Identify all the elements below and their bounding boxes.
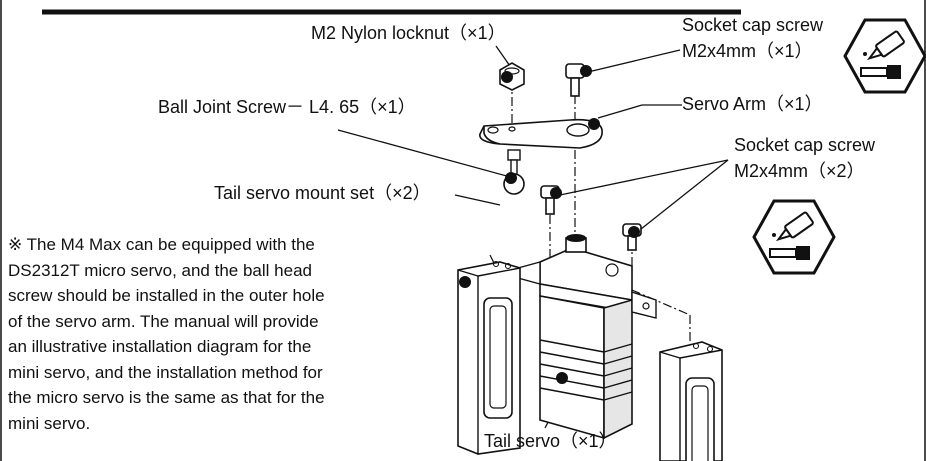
socket-cap-screw-servo-left-part [540,185,562,215]
tail-servo-mount-right-part [659,341,723,461]
socket-cap-screw-right-name-label: Socket cap screw [734,135,876,155]
tail-servo-mount-set-label: Tail servo mount set（×2） [214,183,431,203]
socket-cap-screw-top-name-label: Socket cap screw [682,15,824,35]
nylon-locknut-part [499,62,525,91]
servo-arm-label: Servo Arm（×1） [682,94,823,114]
socket-cap-screw-servo-right-part [622,223,642,251]
servo-arm-part [479,118,603,149]
socket-cap-screw-right-size-label: M2x4mm（×2） [734,161,865,181]
tail-servo-mount-left-part [457,260,521,455]
nylon-locknut-label: M2 Nylon locknut（×1） [311,23,506,43]
tail-servo-part [517,234,657,440]
socket-cap-screw-top-size-label: M2x4mm（×1） [682,41,813,61]
ball-joint-screw-part [503,149,525,195]
socket-cap-screw-top-part [565,63,592,97]
threadlocker-icon [752,199,836,275]
ball-joint-screw-label: Ball Joint Screw－ L4. 65（×1） [158,97,416,117]
threadlocker-icon [843,18,926,94]
tail-servo-label: Tail servo（×1） [484,431,617,451]
micro-servo-note: ※ The M4 Max can be equipped with the DS… [8,235,325,433]
